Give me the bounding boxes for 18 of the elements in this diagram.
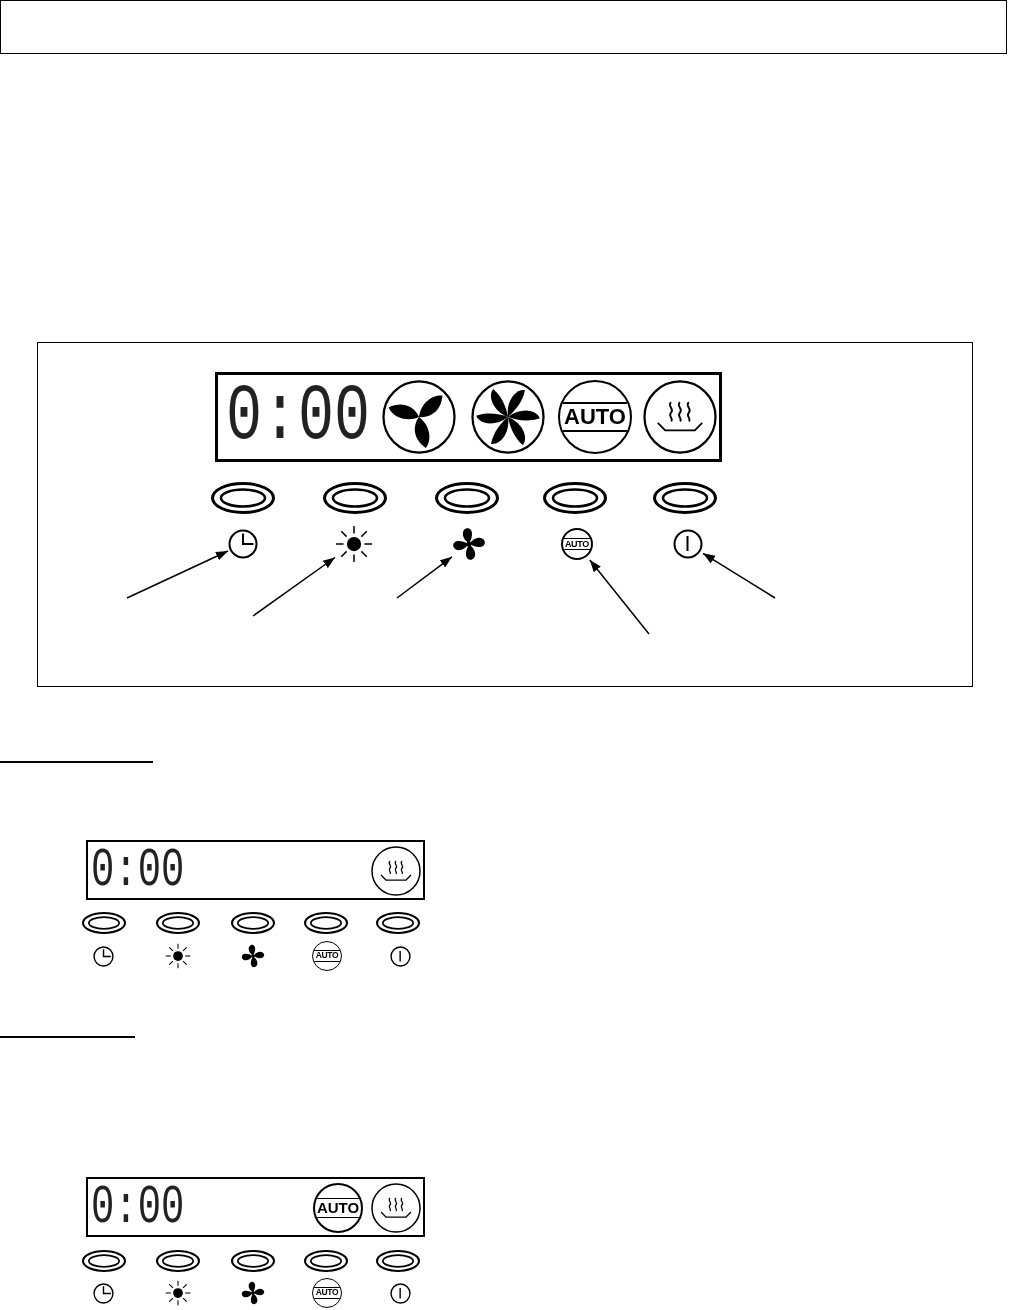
- auto-icon: [561, 528, 593, 560]
- power-icon: [673, 529, 703, 559]
- mode-label: AUTO: [560, 402, 630, 432]
- leader-arrow: [126, 550, 229, 599]
- leader-arrow: [252, 556, 336, 617]
- time-readout: 0:00: [91, 1181, 185, 1235]
- time-readout: 0:00: [226, 377, 370, 457]
- leader-arrow: [589, 559, 650, 635]
- mode-label: AUTO: [315, 1198, 361, 1218]
- fan-icon: [452, 527, 486, 561]
- clock-icon: [228, 529, 258, 559]
- mode-label: AUTO: [563, 537, 591, 551]
- mode-label: AUTO: [313, 950, 341, 962]
- time-readout: 0:00: [91, 844, 185, 898]
- leader-arrow: [396, 556, 453, 599]
- leader-arrow: [702, 552, 776, 599]
- mode-label: AUTO: [313, 1287, 341, 1299]
- sun-icon: [335, 525, 373, 563]
